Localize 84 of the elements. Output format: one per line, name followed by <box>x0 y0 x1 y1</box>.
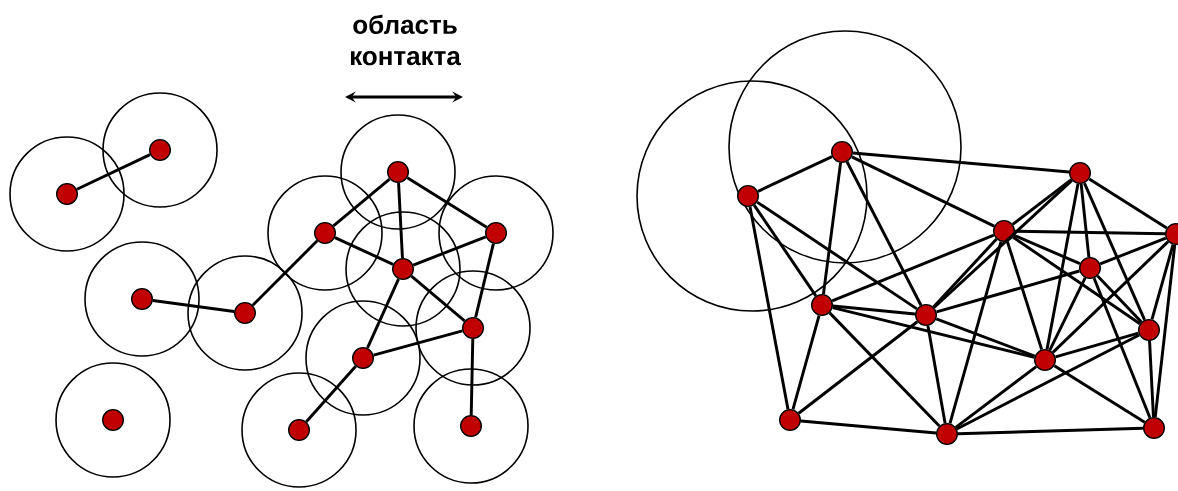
link-line <box>373 329 463 357</box>
link-line <box>926 325 947 424</box>
link-line <box>397 182 404 259</box>
graph-node <box>314 222 336 244</box>
graph-node <box>149 139 171 161</box>
link-line <box>851 155 995 228</box>
link-line <box>332 177 391 228</box>
graph-node <box>737 185 759 207</box>
link-line <box>410 274 466 323</box>
link-line <box>797 320 919 415</box>
link-line <box>935 317 1036 358</box>
link-line <box>832 306 1035 359</box>
link-line <box>1055 331 1139 359</box>
link-line <box>1079 183 1091 258</box>
graph-node <box>936 423 958 445</box>
graph-node <box>915 304 937 326</box>
graph-node <box>779 409 801 431</box>
link-line <box>752 204 818 297</box>
link-line <box>1153 244 1177 418</box>
link-line <box>1088 177 1168 230</box>
link-line <box>791 315 821 410</box>
graph-node <box>387 161 409 183</box>
link-line <box>845 161 923 306</box>
link-line <box>757 155 833 193</box>
link-line <box>1014 229 1166 236</box>
link-line <box>828 311 941 428</box>
link-line <box>152 299 235 313</box>
graph-node <box>1034 349 1056 371</box>
link-line <box>406 176 488 229</box>
graph-node <box>831 141 853 163</box>
link-line <box>1005 241 1044 350</box>
link-line <box>1083 182 1146 321</box>
link-line <box>1099 236 1167 266</box>
graph-node <box>811 294 833 316</box>
graph-node <box>102 409 124 431</box>
link-line <box>1053 364 1146 424</box>
link-line <box>756 200 918 311</box>
graph-node <box>1138 319 1160 341</box>
graph-node <box>56 183 78 205</box>
link-line <box>1013 234 1081 265</box>
link-line <box>366 278 400 349</box>
graph-node <box>993 220 1015 242</box>
link-line <box>1096 274 1143 324</box>
link-line <box>1011 178 1073 226</box>
link-line <box>305 365 357 423</box>
link-line <box>1092 277 1152 419</box>
link-line <box>932 238 998 308</box>
link-line <box>936 269 1080 314</box>
range-label: область контакта <box>351 14 461 66</box>
link-line <box>821 162 843 295</box>
link-line <box>334 236 394 266</box>
graph-node <box>1165 223 1178 245</box>
link-line <box>1048 277 1087 351</box>
link-line <box>412 235 487 267</box>
graph-node <box>1143 417 1165 439</box>
graph-node <box>288 419 310 441</box>
graph-node <box>352 347 374 369</box>
link-line <box>832 304 916 316</box>
graph-node <box>460 415 482 437</box>
link-line <box>1051 240 1170 354</box>
link-line <box>251 239 319 307</box>
graph-node <box>1079 257 1101 279</box>
link-line <box>1045 183 1080 350</box>
link-line <box>1012 236 1141 325</box>
link-line <box>800 419 937 435</box>
graph-node <box>1069 162 1091 184</box>
link-line <box>76 153 151 191</box>
link-line <box>933 179 1073 309</box>
graph-node <box>131 288 153 310</box>
link-line <box>956 333 1140 431</box>
graph-node <box>234 302 256 324</box>
link-line <box>748 206 790 410</box>
graph-node <box>462 317 484 339</box>
link-line <box>954 365 1038 429</box>
link-line <box>831 233 995 303</box>
graph-node <box>392 258 414 280</box>
link-line <box>474 243 495 318</box>
link-line <box>852 151 1070 174</box>
graph-node <box>485 222 507 244</box>
link-line <box>948 241 1003 424</box>
link-line <box>957 426 1144 436</box>
link-line <box>1150 244 1175 320</box>
link-line <box>1148 340 1155 418</box>
link-line <box>469 338 475 416</box>
